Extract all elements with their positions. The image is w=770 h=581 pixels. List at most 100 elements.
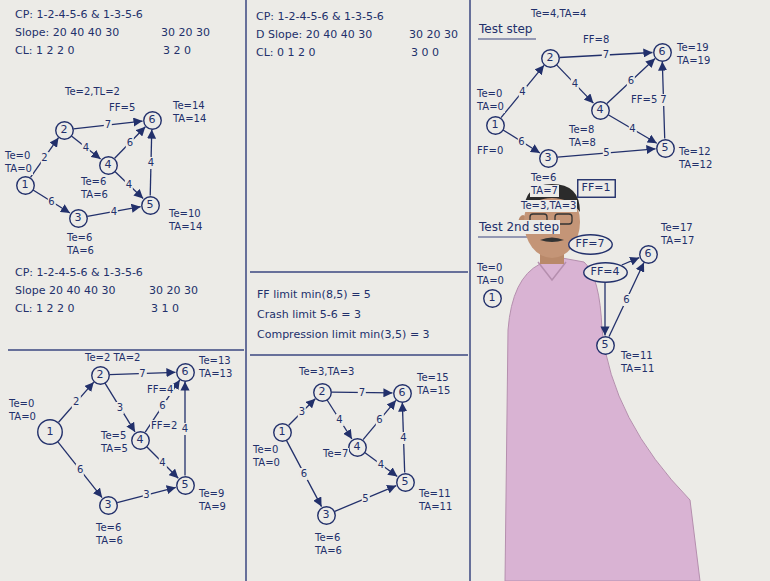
event-node: 5 (656, 139, 675, 158)
node-label: 4 (354, 441, 361, 454)
event-node: 6 (639, 245, 658, 264)
event-time: Te=0 (4, 150, 31, 162)
activity-arrow (87, 207, 140, 217)
node-label: FF=4 (591, 266, 620, 279)
node-outline (273, 423, 292, 442)
activity-arrow (622, 258, 639, 265)
activity-arrow (147, 447, 179, 479)
activity-arrow (289, 399, 316, 426)
node-outline (639, 245, 657, 263)
event-time: Te=6 (80, 176, 107, 188)
node-text-holder: 5 (602, 339, 609, 352)
event-time: Te=14 (172, 100, 206, 112)
node-text-holder: 2 (61, 124, 68, 137)
activity-arrow (30, 138, 58, 178)
activity-arrow (607, 58, 655, 103)
node-outline (577, 179, 616, 198)
event-time: Te=0 (252, 444, 279, 456)
event-node: 3 (539, 149, 558, 168)
event-node: 4 (99, 156, 118, 175)
event-time: Te=4,TA=4 (530, 8, 587, 20)
node-outline (55, 121, 73, 139)
activity-arrow (59, 382, 94, 422)
presenter-collar (538, 262, 566, 280)
node-outline (656, 139, 674, 157)
activity-duration: 6 (76, 464, 84, 476)
node-outline (99, 156, 118, 175)
step-heading: Test step (478, 22, 533, 36)
presenter-shirt (505, 258, 700, 581)
event-time: Te=10 (168, 208, 202, 220)
activity-arrow (105, 383, 135, 432)
node-text-holder: 6 (659, 46, 666, 59)
event-node: 2 (313, 383, 332, 402)
node-label: 5 (662, 142, 669, 155)
limit-note: FF limit min(8,5) = 5 (256, 288, 372, 301)
event-time: TA=8 (568, 137, 597, 149)
node-outline (69, 209, 88, 228)
free-float: FF=0 (476, 145, 504, 157)
node-outline (393, 384, 412, 403)
node-outline (141, 196, 160, 215)
activity-arrow (402, 402, 404, 472)
node-label: 6 (149, 114, 156, 127)
activity-arrow (557, 65, 594, 103)
event-time: Te=0 (8, 398, 35, 410)
event-time: Te=2,TL=2 (64, 86, 121, 98)
node-outline (483, 289, 502, 308)
node-label: 3 (75, 212, 82, 225)
activity-duration: 4 (628, 123, 636, 135)
activity-duration: 6 (300, 468, 308, 480)
node-text-holder: 6 (645, 248, 652, 261)
node-outline (37, 419, 63, 445)
divider-line (469, 0, 471, 581)
event-time: TA=6 (80, 189, 109, 201)
node-outline (577, 179, 615, 197)
node-outline (653, 43, 672, 62)
activity-duration: 3 (298, 406, 306, 418)
event-node: 6 (653, 43, 672, 62)
activity-arrow (117, 487, 176, 502)
divider-line (250, 354, 468, 356)
presenter-glasses (555, 214, 572, 224)
event-time: Te=19 (676, 42, 710, 54)
event-time: TA=9 (198, 501, 227, 513)
event-time: Te=5 (100, 430, 127, 442)
node-text-holder: 2 (319, 386, 326, 399)
event-node: 1 (486, 116, 505, 135)
free-float: FF=8 (582, 34, 610, 46)
crash-limit-row: CL: 1 2 2 0 (14, 44, 76, 57)
activity-arrow (71, 136, 100, 159)
activity-duration: 2 (72, 396, 80, 408)
node-outline (99, 496, 117, 514)
event-time: TA=0 (476, 101, 505, 113)
event-node: 2 (55, 121, 74, 140)
event-time: TA=12 (678, 159, 713, 171)
node-outline (38, 420, 63, 445)
critical-path: CP: 1-2-4-5-6 & 1-3-5-6 (14, 266, 144, 279)
node-text-holder: 1 (279, 426, 286, 439)
event-time: TA=17 (660, 235, 695, 247)
activity-arrow (604, 283, 605, 336)
crash-limit-row: CL: 0 1 2 0 (255, 46, 317, 59)
activity-arrow (501, 65, 544, 117)
activity-duration: 6 (627, 75, 635, 87)
activity-duration: 4 (158, 457, 166, 469)
event-time: TA=11 (620, 363, 655, 375)
node-outline (541, 49, 559, 67)
activity-duration: 4 (571, 78, 579, 90)
event-time: TA=6 (66, 245, 95, 257)
activity-arrow (73, 121, 142, 129)
node-outline (653, 43, 671, 61)
event-time: Te=8 (568, 124, 595, 136)
node-outline (568, 234, 612, 254)
node-outline (273, 423, 291, 441)
node-outline (596, 336, 615, 355)
event-time: Te=6 (530, 172, 557, 184)
presenter-moustache (540, 238, 564, 243)
node-outline (313, 383, 332, 402)
